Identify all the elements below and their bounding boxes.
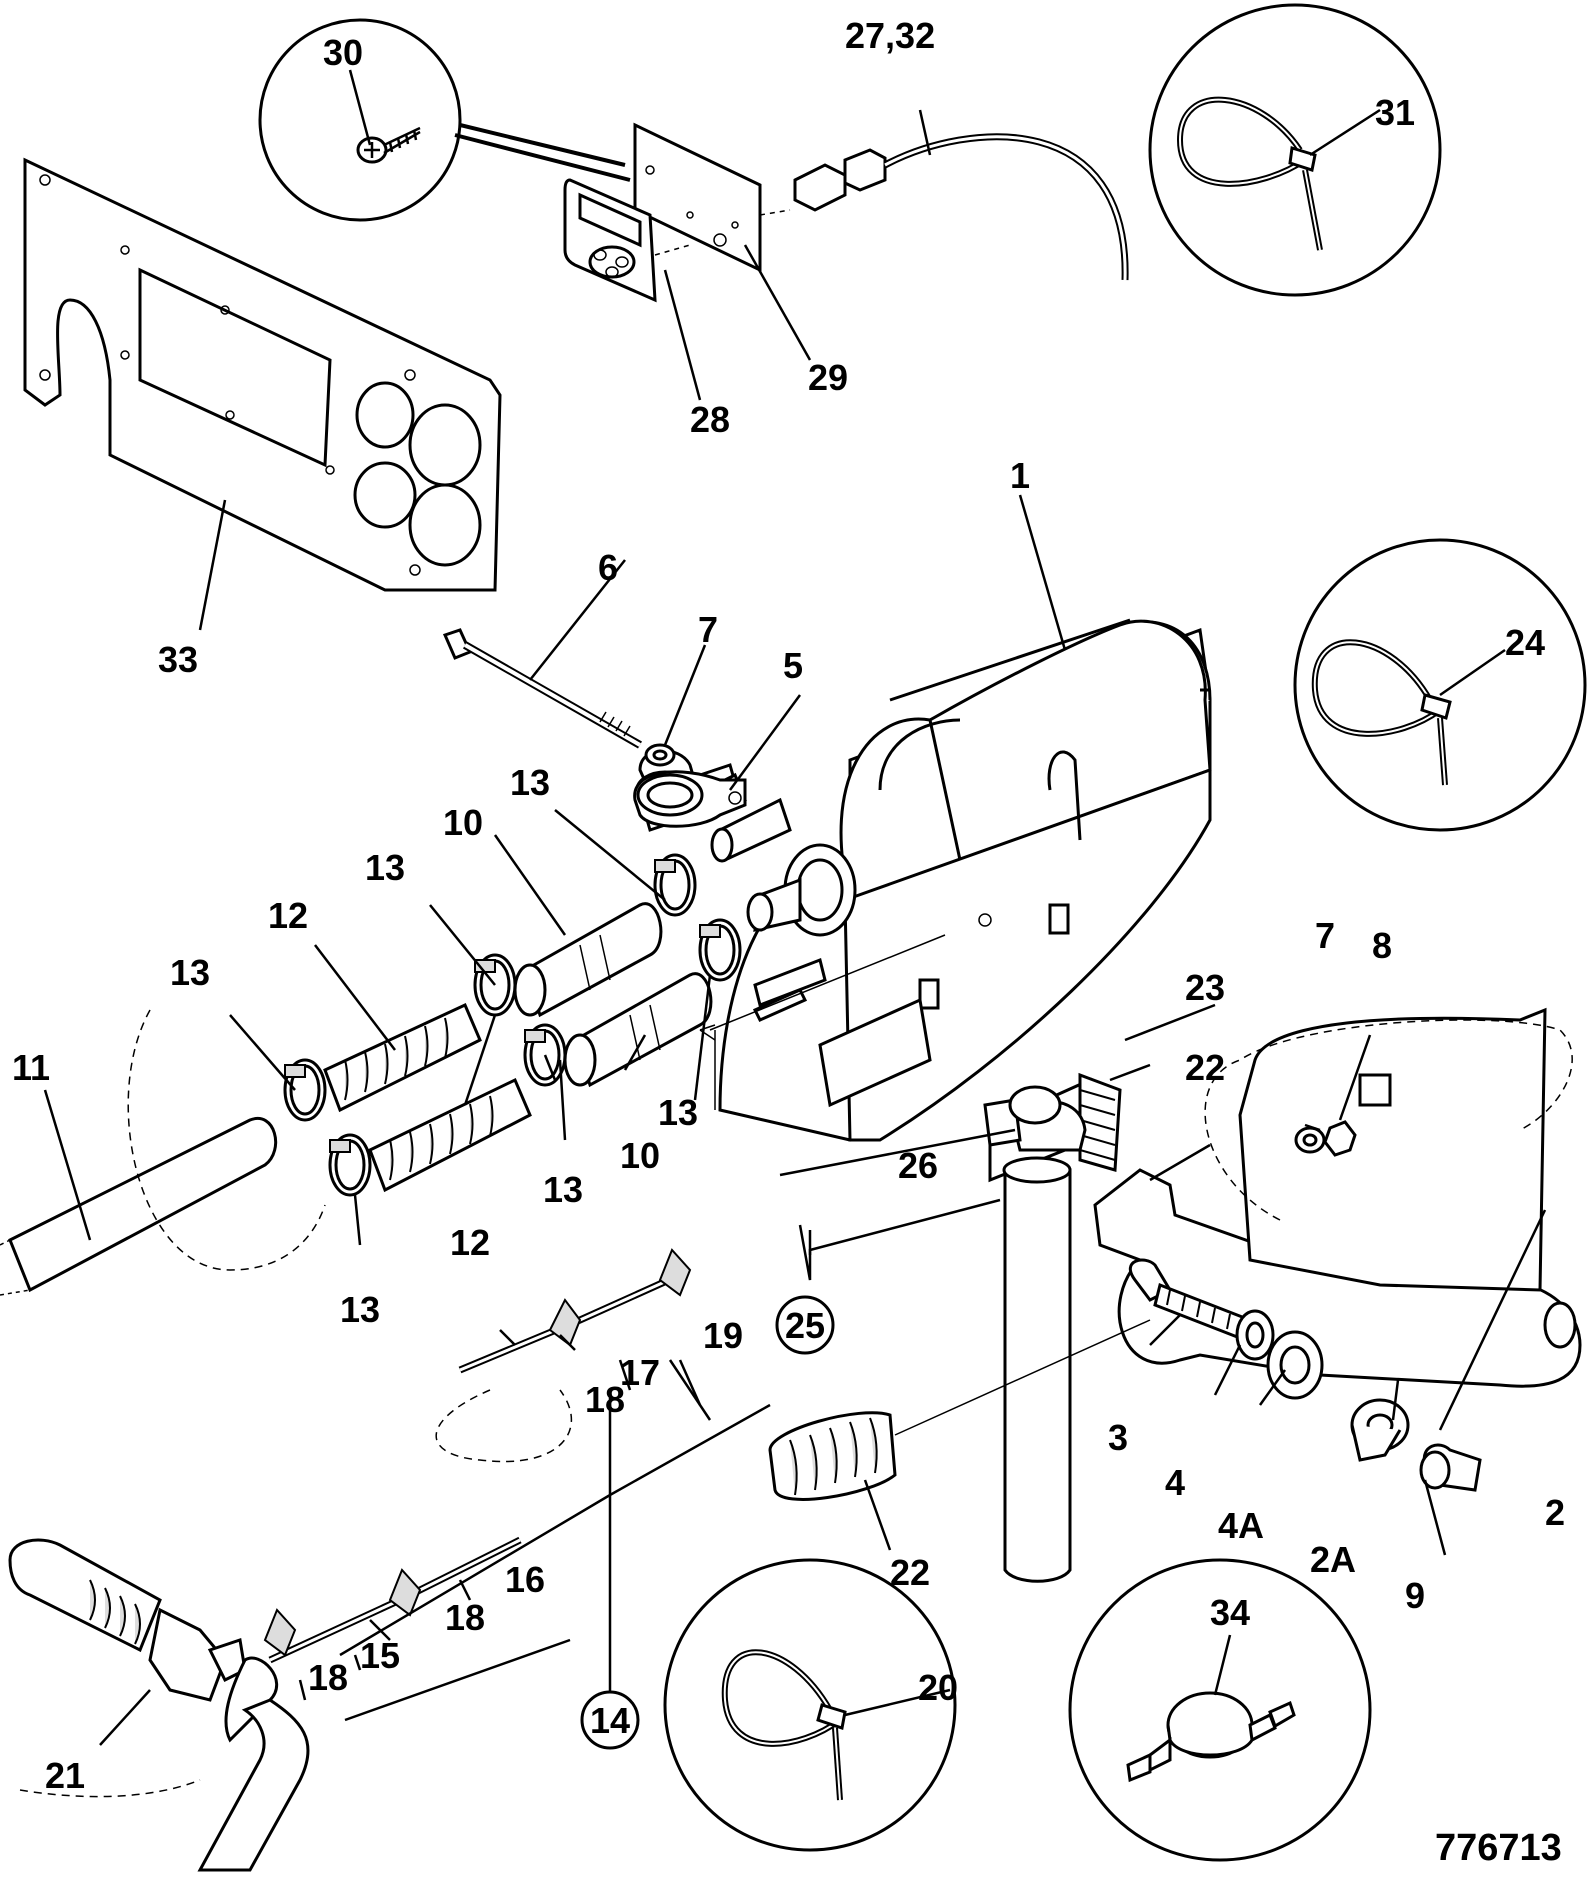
spacer-9 <box>1419 1443 1482 1492</box>
callout-22-a: 22 <box>1185 1047 1225 1088</box>
callout-28: 28 <box>690 399 730 440</box>
callout-17: 17 <box>620 1352 660 1393</box>
exhaust-pipe-25 <box>983 1085 1087 1583</box>
callout-11: 11 <box>12 1047 50 1088</box>
callout-10-a: 10 <box>443 802 483 843</box>
cable-tie-inset-20 <box>663 1558 957 1852</box>
callout-13-a: 13 <box>510 762 550 803</box>
callout-7-a: 7 <box>698 609 718 650</box>
callout-19: 19 <box>703 1315 743 1356</box>
callout-24: 24 <box>1505 622 1545 663</box>
callout-13-d: 13 <box>658 1092 698 1133</box>
clamp-5 <box>633 770 747 828</box>
callout-27-32: 27,32 <box>845 15 935 56</box>
callout-34: 34 <box>1210 1592 1250 1633</box>
callout-2a: 2A <box>1310 1539 1356 1580</box>
callout-5: 5 <box>783 645 803 686</box>
bolt-6 <box>442 628 642 749</box>
grommet-2a <box>1350 1398 1410 1462</box>
hose-clamp-13-b <box>698 918 742 982</box>
callout-31: 31 <box>1375 92 1415 133</box>
hose-clamp-13-f <box>328 1133 372 1197</box>
washer-7 <box>644 743 676 767</box>
cable-tie-inset-24 <box>1293 538 1587 832</box>
leader-lines <box>43 69 1547 1746</box>
callout-21: 21 <box>45 1755 85 1796</box>
callout-9: 9 <box>1405 1575 1425 1616</box>
callout-labels: 1 2 2A 3 4 4A 5 6 7 7 8 9 10 10 11 12 12… <box>12 15 1565 1869</box>
hose-clamp-13-e <box>283 1058 327 1122</box>
heater-unit-1 <box>635 618 1212 1183</box>
callout-13-e: 13 <box>543 1169 583 1210</box>
callout-circles <box>580 1295 835 1750</box>
callout-16: 16 <box>505 1559 545 1600</box>
sleeve-10-b <box>563 972 713 1088</box>
washer-4 <box>1235 1309 1275 1361</box>
washer-4a <box>1266 1330 1324 1400</box>
callout-26: 26 <box>898 1145 938 1186</box>
callout-4a: 4A <box>1218 1505 1264 1546</box>
callout-7-b: 7 <box>1315 915 1335 956</box>
callout-12-b: 12 <box>450 1222 490 1263</box>
callout-29: 29 <box>808 357 848 398</box>
callout-15: 15 <box>360 1635 400 1676</box>
callout-13-f: 13 <box>340 1289 380 1330</box>
callout-20: 20 <box>918 1667 958 1708</box>
coolant-pipe-11 <box>0 1009 326 1296</box>
flex-exhaust-22 <box>768 1072 1122 1501</box>
callout-13-c: 13 <box>170 952 210 993</box>
cable-tie-inset-31 <box>1148 3 1442 297</box>
callout-18-b: 18 <box>445 1597 485 1638</box>
callout-2: 2 <box>1545 1492 1565 1533</box>
screw-detail-inset-30 <box>258 18 631 222</box>
callout-4: 4 <box>1165 1462 1185 1503</box>
bolt-3 <box>1128 1258 1252 1343</box>
callout-18-c: 18 <box>308 1657 348 1698</box>
callout-13-b: 13 <box>365 847 405 888</box>
fitting-21 <box>8 1538 310 1872</box>
check-valve-inset-34 <box>1068 1558 1372 1862</box>
corrugated-hose-12-a <box>323 1002 482 1113</box>
callout-1: 1 <box>1010 455 1030 496</box>
callout-10-b: 10 <box>620 1135 660 1176</box>
bracket-2 <box>1093 1007 1582 1388</box>
hose-clamp-13-a <box>653 853 697 917</box>
callout-33: 33 <box>158 639 198 680</box>
callout-18-a: 18 <box>585 1379 625 1420</box>
nut-washer-7-8 <box>1294 1120 1357 1157</box>
callout-3: 3 <box>1108 1417 1128 1458</box>
callout-25: 25 <box>785 1305 825 1346</box>
callout-8: 8 <box>1372 925 1392 966</box>
fuel-line-14 <box>263 988 808 1664</box>
corrugated-hose-12-b <box>368 1077 532 1193</box>
sleeve-10-a <box>513 902 663 1018</box>
callout-14: 14 <box>590 1700 630 1741</box>
callout-30: 30 <box>323 32 363 73</box>
callout-23: 23 <box>1185 967 1225 1008</box>
callout-12-a: 12 <box>268 895 308 936</box>
controller-29-28 <box>563 122 791 303</box>
callout-22-b: 22 <box>890 1552 930 1593</box>
harness-27-32 <box>793 133 1129 281</box>
mounting-plate-33 <box>23 157 502 592</box>
callout-6: 6 <box>598 547 618 588</box>
figure-number: 776713 <box>1435 1827 1562 1869</box>
